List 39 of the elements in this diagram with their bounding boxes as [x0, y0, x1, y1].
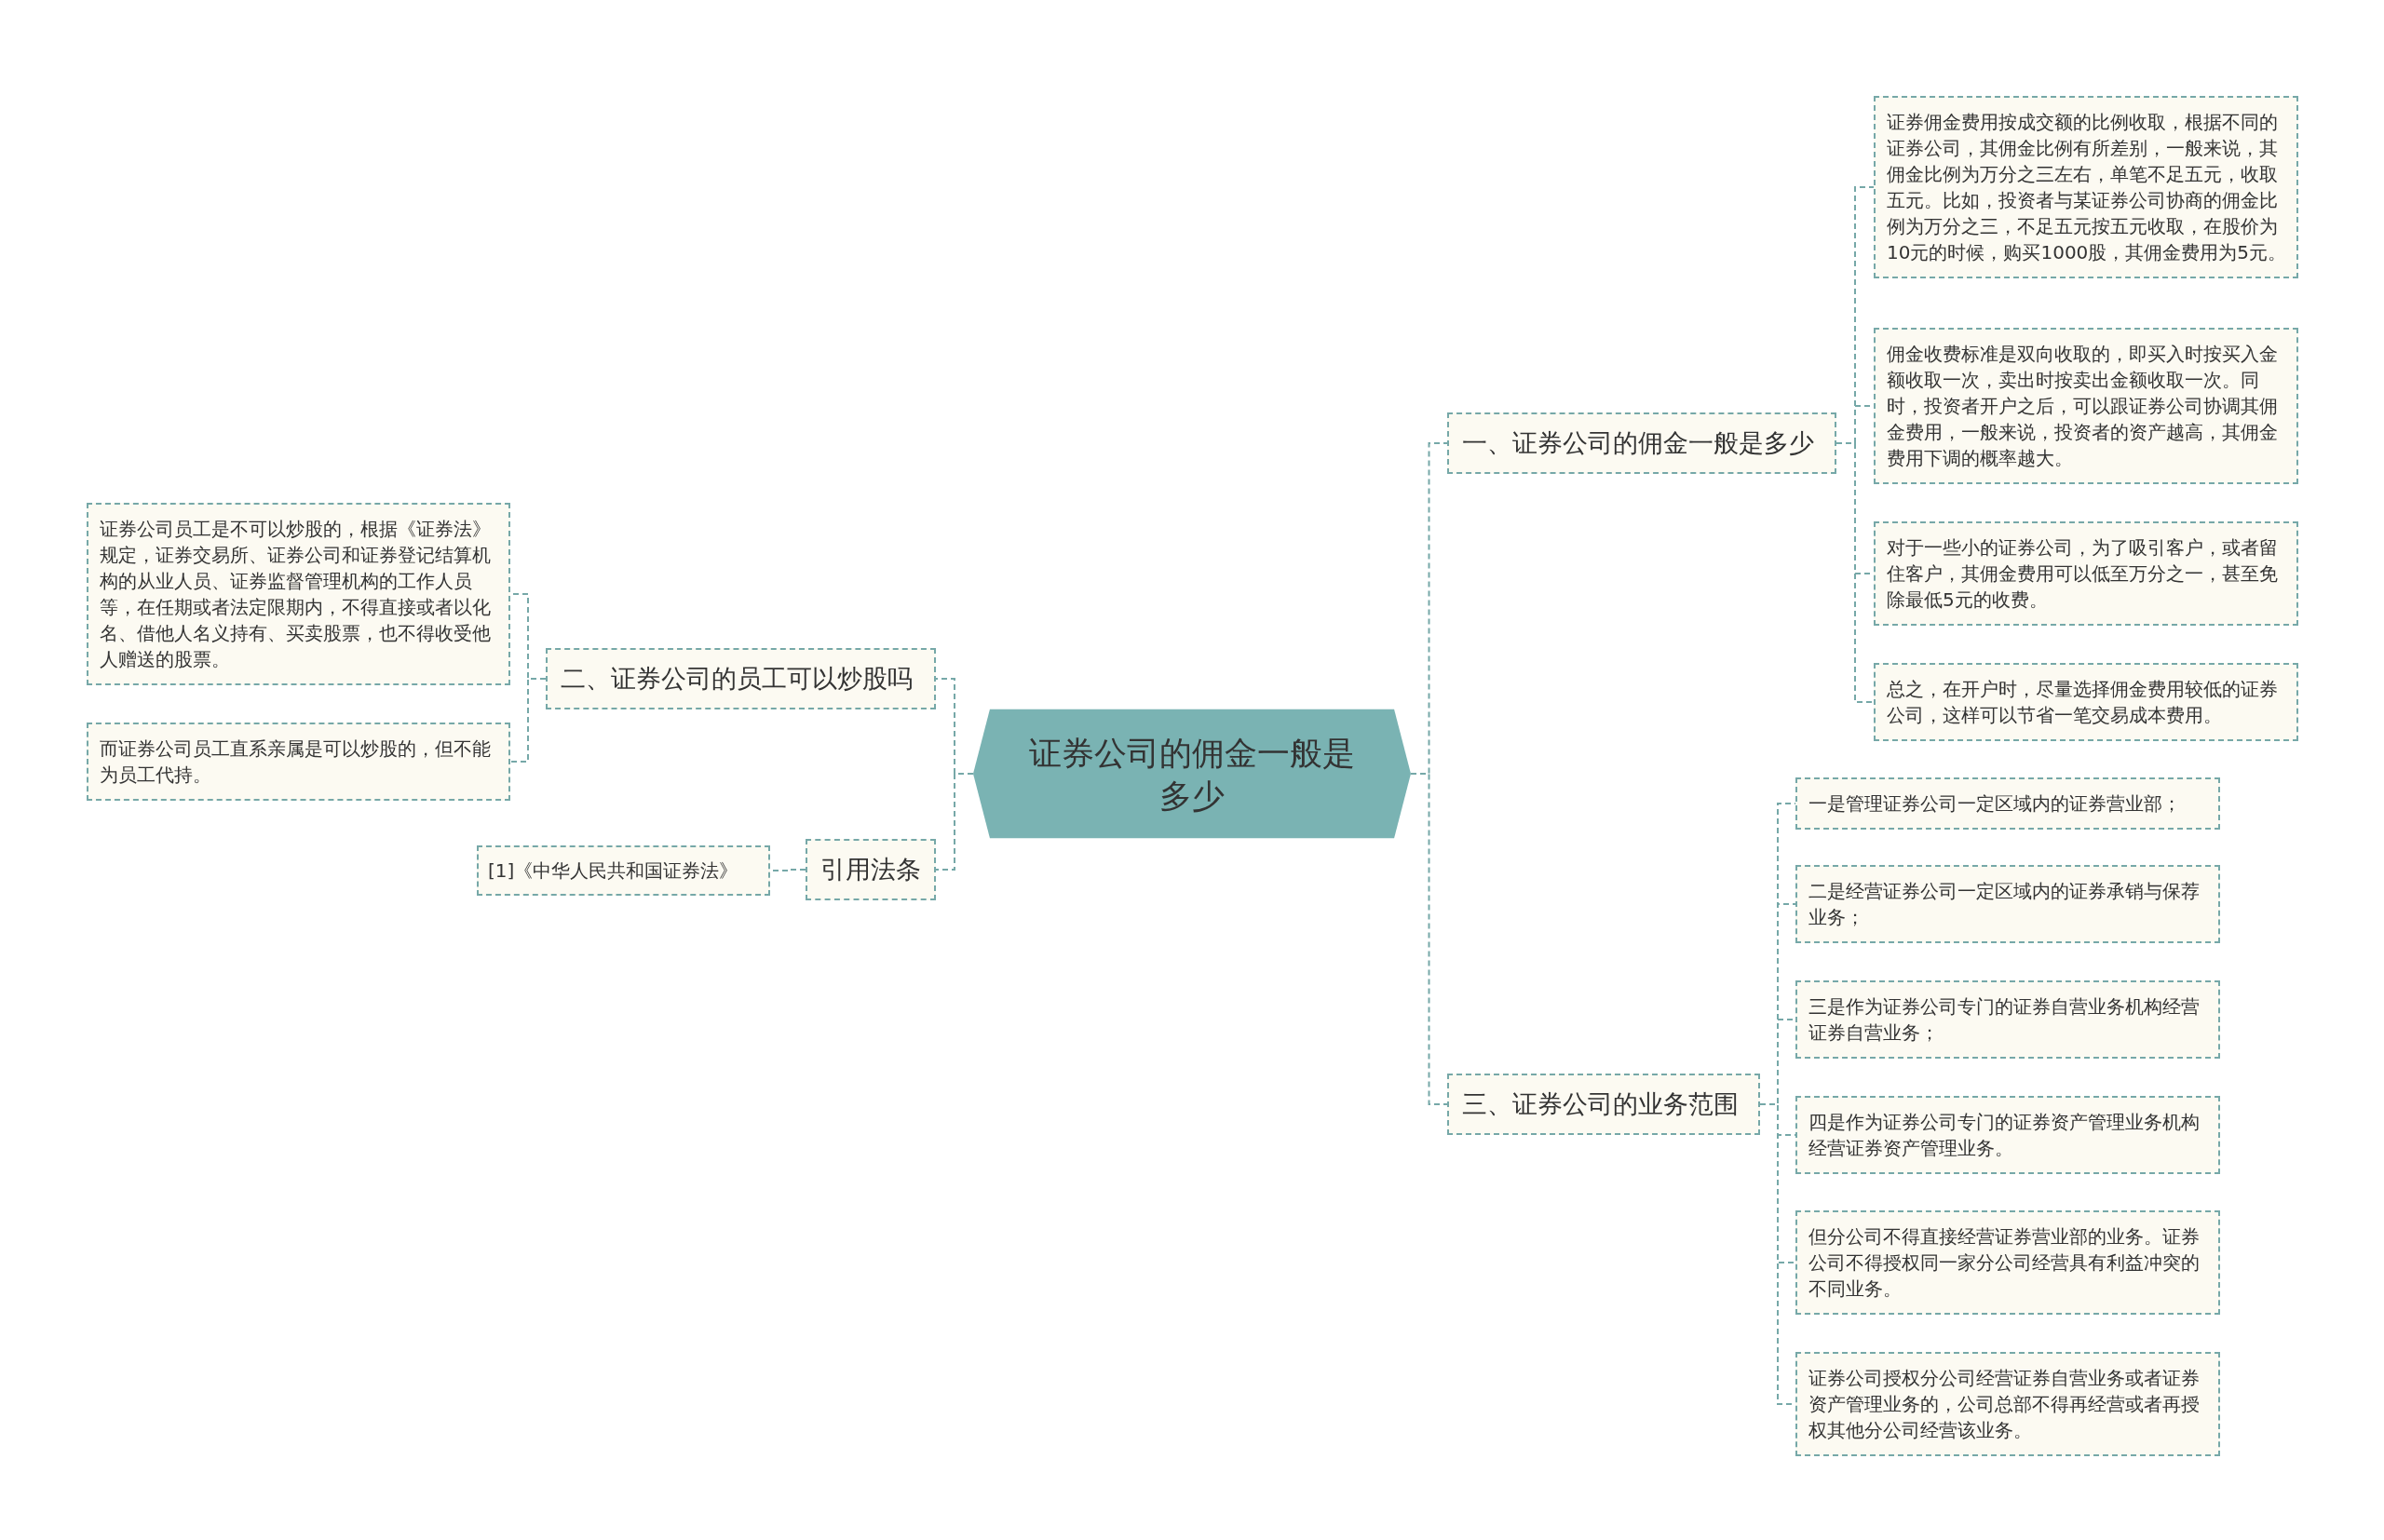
- note-text: 三是作为证券公司专门的证券自营业务机构经营证券自营业务；: [1808, 994, 2201, 1046]
- topic-text: 三、证券公司的业务范围: [1462, 1088, 1740, 1120]
- note-text: 证券公司授权分公司经营证券自营业务或者证券资产管理业务的，公司总部不得再经营或者再授权其他分公司经营该业务。: [1808, 1366, 2201, 1443]
- note-box: [87, 503, 510, 685]
- note-box: [1795, 777, 2220, 830]
- note-box: [1874, 521, 2298, 626]
- note-box: [1795, 1352, 2220, 1456]
- central-topic-text: 证券公司的佣金一般是多少: [1028, 733, 1356, 816]
- connector-line: [935, 773, 974, 871]
- note-box: [1874, 328, 2298, 484]
- topic-text: 引用法条: [820, 854, 921, 885]
- note-text: 四是作为证券公司专门的证券资产管理业务机构经营证券资产管理业务。: [1808, 1110, 2201, 1161]
- topic-box: [1447, 412, 1836, 474]
- topic-text: 一、证券公司的佣金一般是多少: [1462, 427, 1815, 459]
- topic-box: [1447, 1074, 1760, 1135]
- central-topic: [973, 709, 1411, 839]
- note-text: 对于一些小的证券公司，为了吸引客户，或者留住客户，其佣金费用可以低至万分之一，甚至免除最低5元的收费。: [1887, 535, 2279, 613]
- connector-line: [509, 678, 547, 763]
- note-text: 二是经营证券公司一定区域内的证券承销与保荐业务；: [1808, 879, 2201, 930]
- connector-line: [1835, 442, 1875, 703]
- topic-box: [806, 839, 936, 900]
- note-box: [87, 723, 510, 801]
- note-box: [1874, 663, 2298, 741]
- note-box: [1795, 1210, 2220, 1315]
- note-text: 总之，在开户时，尽量选择佣金费用较低的证券公司，这样可以节省一笔交易成本费用。: [1887, 677, 2279, 728]
- topic-text: 二、证券公司的员工可以炒股吗: [561, 663, 914, 695]
- topic-box: [546, 648, 936, 709]
- note-text: 而证券公司员工直系亲属是可以炒股的，但不能为员工代持。: [100, 736, 492, 788]
- citation-box: [477, 845, 770, 896]
- note-text: 证券佣金费用按成交额的比例收取，根据不同的证券公司，其佣金比例有所差别，一般来说，其佣金比例为万分之三左右，单笔不足五元，收取五元。比如，投资者与某证券公司协商的佣金比例为万分之三，不足五元按五元收取，在股价为10元的时候，购买1000股，其佣金费用为5元。: [1887, 110, 2287, 265]
- note-text: 佣金收费标准是双向收取的，即买入时按买入金额收取一次，卖出时按卖出金额收取一次。同时，投资者开户之后，可以跟证券公司协调其佣金费用，一般来说，投资者的资产越高，其佣金费用下调的概率越大。: [1887, 342, 2279, 471]
- note-text: 但分公司不得直接经营证券营业部的业务。证券公司不得授权同一家分公司经营具有利益冲突的不同业务。: [1808, 1224, 2201, 1302]
- note-box: [1795, 865, 2220, 943]
- note-text: 证券公司员工是不可以炒股的，根据《证券法》规定，证券交易所、证券公司和证券登记结算机构的从业人员、证券监督管理机构的工作人员等，在任期或者法定限期内，不得直接或者以化名、借他人名义持有、买卖股票，也不得收受他人赠送的股票。: [100, 517, 492, 672]
- note-text: 一是管理证券公司一定区域内的证券营业部；: [1808, 791, 2182, 817]
- note-box: [1874, 96, 2298, 278]
- note-box: [1795, 1096, 2220, 1174]
- note-box: [1795, 980, 2220, 1059]
- citation-text: [1]《中华人民共和国证券法》: [488, 858, 739, 883]
